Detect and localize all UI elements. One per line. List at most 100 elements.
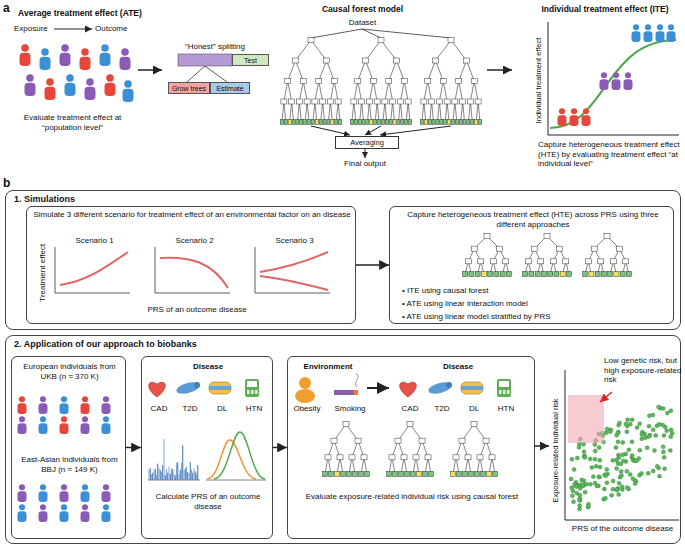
tree-node xyxy=(370,120,373,125)
person-body xyxy=(102,423,111,434)
person-head xyxy=(46,78,53,85)
arrow xyxy=(138,69,162,71)
line xyxy=(367,102,369,123)
tree-node xyxy=(614,272,619,277)
data-point xyxy=(575,456,579,460)
person-head xyxy=(40,416,46,422)
box-subtext: Scenario 2 xyxy=(157,236,232,246)
tree-node xyxy=(523,272,528,277)
box-subtext: T2D xyxy=(175,404,205,414)
line xyxy=(375,102,377,123)
box-text: Capture heterogeneous treatment effect (… xyxy=(398,210,668,229)
person-head xyxy=(86,78,93,85)
tree-node xyxy=(407,422,413,427)
box-text: Grow trees xyxy=(169,83,209,94)
panel: 1. SimulationsSimulate 3 different scena… xyxy=(5,190,681,330)
data-point xyxy=(593,443,597,447)
line xyxy=(315,81,319,102)
line xyxy=(366,40,382,61)
data-point xyxy=(597,475,601,479)
tree-node xyxy=(405,472,410,477)
data-point xyxy=(604,474,608,478)
line xyxy=(381,40,397,61)
tree-node xyxy=(349,455,355,460)
data-point xyxy=(611,487,615,491)
data-point xyxy=(598,475,602,479)
line xyxy=(455,81,459,102)
person-head xyxy=(41,48,48,55)
tree-node xyxy=(448,38,454,43)
line xyxy=(321,102,323,123)
line xyxy=(191,470,192,480)
person-body xyxy=(25,83,36,96)
data-point xyxy=(574,485,578,489)
line xyxy=(157,464,158,480)
tree-node xyxy=(296,120,299,125)
line xyxy=(389,61,397,82)
person-body xyxy=(60,403,69,414)
cigarette-tip xyxy=(354,390,358,395)
tree-node xyxy=(292,120,295,125)
arrow xyxy=(54,28,92,29)
connector-arrow xyxy=(126,447,141,448)
tree-node xyxy=(390,99,396,104)
line xyxy=(184,470,185,480)
tree-node xyxy=(500,272,505,277)
tree-node xyxy=(617,246,623,251)
annotation: Capture heterogeneous treatment effect (… xyxy=(538,140,681,169)
heart-icon xyxy=(400,382,417,397)
annotation: Average treatment effect (ATE) xyxy=(12,8,148,18)
person-head xyxy=(19,416,25,422)
tree-node xyxy=(604,234,610,239)
data-point xyxy=(605,481,609,485)
data-point xyxy=(635,459,639,463)
line xyxy=(187,472,188,480)
box-subtext: HTN xyxy=(491,404,521,414)
line xyxy=(565,520,679,521)
data-point xyxy=(571,489,575,493)
data-point xyxy=(658,474,662,478)
box-subtext: Smoking xyxy=(330,404,370,414)
data-point xyxy=(608,430,612,434)
line xyxy=(296,61,304,82)
data-point xyxy=(626,418,630,422)
data-point xyxy=(661,406,665,410)
data-point xyxy=(588,457,592,461)
line xyxy=(470,81,474,102)
line xyxy=(307,102,309,123)
person-body xyxy=(120,57,131,70)
line xyxy=(334,81,338,102)
line xyxy=(436,40,452,61)
tree-node xyxy=(463,272,468,277)
annotation: Evaluate treatment effect at “population… xyxy=(10,113,135,132)
line xyxy=(170,474,171,480)
person-body xyxy=(81,511,90,522)
box-subtext: • ATE using linear model stratified by P… xyxy=(402,312,667,322)
line xyxy=(305,102,307,123)
line xyxy=(290,102,292,123)
tree-node xyxy=(487,472,492,477)
tree-node xyxy=(421,99,427,104)
data-point xyxy=(617,492,621,496)
step-box: EnvironmentDiseaseObesitySmokingCADT2DDL… xyxy=(287,356,535,539)
person-body xyxy=(65,83,76,96)
tree-node xyxy=(409,120,412,125)
tree-node xyxy=(320,99,326,104)
tree-node xyxy=(541,272,546,277)
curve xyxy=(214,432,265,479)
person-body xyxy=(624,79,633,90)
person-head xyxy=(103,396,109,402)
tree-node xyxy=(350,120,353,125)
connector-arrow xyxy=(356,264,389,265)
line xyxy=(159,468,160,480)
line xyxy=(177,462,178,480)
box-subtext: Evaluate exposure-related individual ris… xyxy=(293,492,531,502)
line xyxy=(451,40,467,61)
data-point xyxy=(633,482,637,486)
line xyxy=(284,102,286,123)
tree-node xyxy=(347,472,352,477)
line xyxy=(192,473,193,480)
line xyxy=(255,293,330,294)
annotation: Individual treatment effect xyxy=(534,24,543,136)
tree-node xyxy=(354,120,357,125)
